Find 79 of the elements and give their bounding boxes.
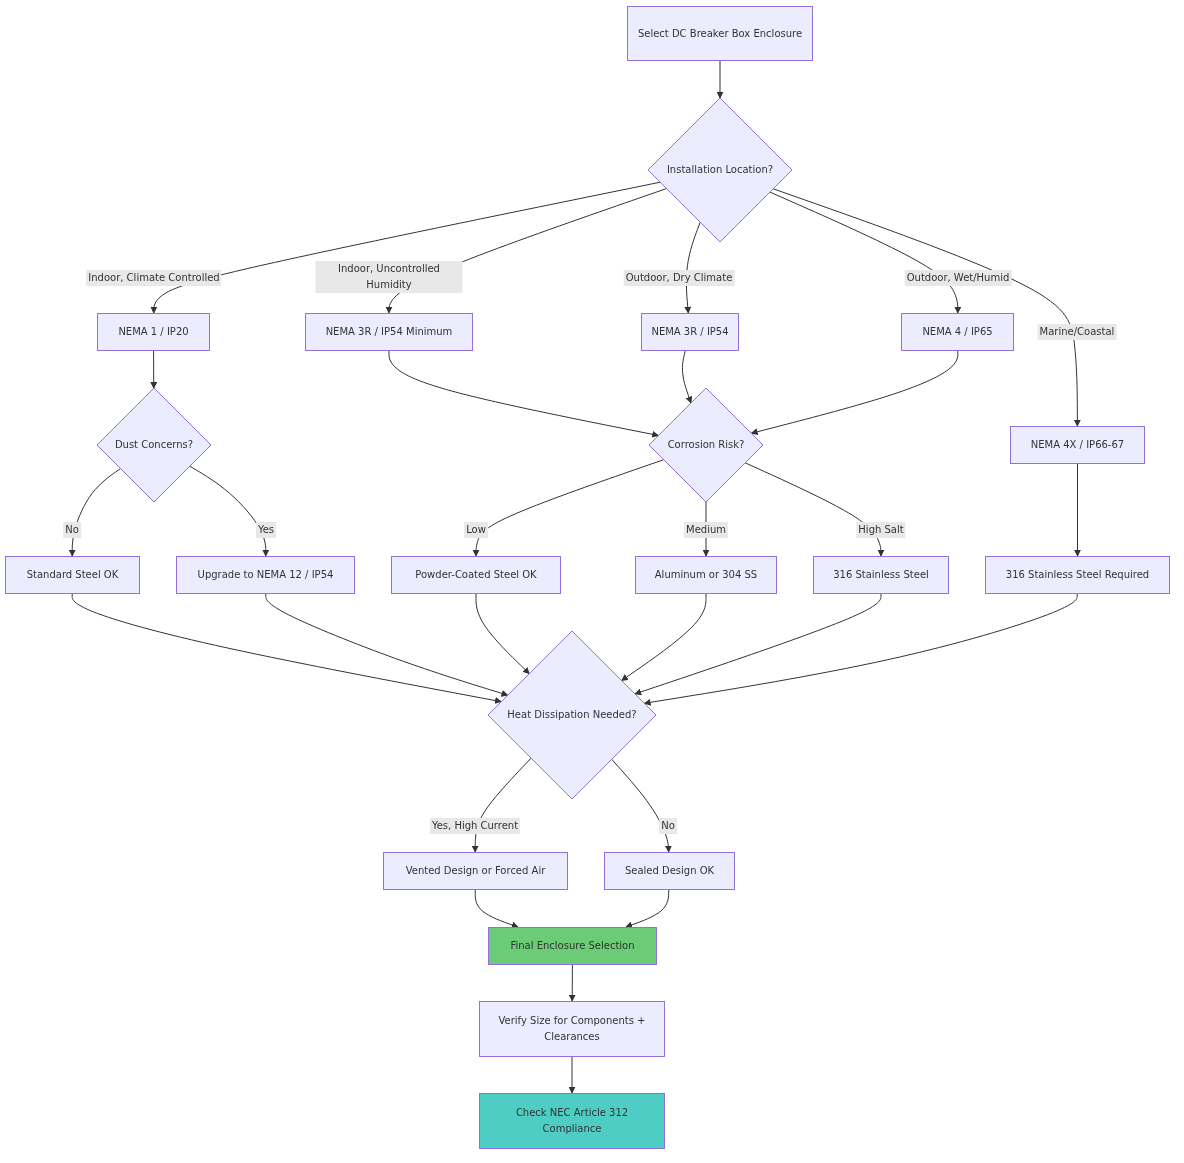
process-box xyxy=(383,852,568,890)
decision-diamond xyxy=(488,631,656,799)
arrow xyxy=(471,757,532,853)
arrow xyxy=(625,889,670,929)
process-box xyxy=(176,556,355,594)
arrow xyxy=(716,60,724,99)
node-text: NEMA 3R / IP54 xyxy=(650,325,730,339)
edge-label: Outdoor, Wet/Humid xyxy=(904,270,1012,286)
decision-diamond xyxy=(648,98,792,242)
edge-label: No xyxy=(63,522,81,538)
node-text: 316 Stainless Steel Required xyxy=(1004,568,1151,582)
process-box xyxy=(479,1093,665,1149)
arrow xyxy=(643,593,1078,706)
arrow xyxy=(772,188,1081,427)
edge-label: Low xyxy=(464,522,488,538)
process-box xyxy=(305,313,473,351)
process-box xyxy=(635,556,777,594)
node-text: 316 Stainless Steel xyxy=(832,568,930,582)
edge-label: Yes xyxy=(255,522,277,538)
process-box xyxy=(985,556,1170,594)
process-box xyxy=(627,6,813,61)
node-text: NEMA 3R / IP54 Minimum xyxy=(324,325,454,339)
edge-label: Indoor, Uncontrolled Humidity xyxy=(315,261,463,293)
arrow xyxy=(71,593,502,704)
edge-label: Marine/Coastal xyxy=(1037,324,1117,340)
node-text: Powder-Coated Steel OK xyxy=(414,568,538,582)
process-box xyxy=(813,556,949,594)
arrow xyxy=(621,593,707,682)
arrow xyxy=(472,459,665,557)
node-text: Installation Location? xyxy=(665,163,775,177)
arrow xyxy=(750,350,959,436)
arrow xyxy=(1074,463,1081,557)
arrow xyxy=(150,181,661,314)
edge-label: No xyxy=(659,818,677,834)
arrow xyxy=(568,964,576,1002)
node-text: Vented Design or Forced Air xyxy=(404,864,547,878)
node-text: Standard Steel OK xyxy=(25,568,120,582)
edge-label: Yes, High Current xyxy=(429,818,521,834)
process-box xyxy=(479,1001,665,1057)
process-box xyxy=(641,313,739,351)
process-box xyxy=(391,556,561,594)
process-box xyxy=(97,313,210,351)
decision-diamond xyxy=(649,388,763,502)
node-text: Check NEC Article 312 Compliance xyxy=(514,1106,630,1136)
node-text: NEMA 4X / IP66-67 xyxy=(1029,438,1126,452)
node-text: NEMA 1 / IP20 xyxy=(117,325,190,339)
node-text: Select DC Breaker Box Enclosure xyxy=(636,26,804,41)
node-text: Sealed Design OK xyxy=(623,864,716,878)
decision-diamond xyxy=(97,388,211,502)
process-box xyxy=(901,313,1014,351)
node-text: Final Enclosure Selection xyxy=(509,939,636,953)
node-text: Dust Concerns? xyxy=(113,438,195,452)
arrow xyxy=(634,593,882,696)
arrow xyxy=(189,465,270,557)
node-text: Heat Dissipation Needed? xyxy=(506,708,638,722)
process-box xyxy=(604,852,735,890)
process-box xyxy=(1010,426,1145,464)
arrow xyxy=(744,462,885,557)
edge-label: High Salt xyxy=(856,522,906,538)
arrow xyxy=(611,758,672,853)
arrow xyxy=(474,889,519,929)
node-text: Corrosion Risk? xyxy=(666,438,746,452)
arrow xyxy=(150,350,158,389)
edge-label: Indoor, Climate Controlled xyxy=(86,270,222,286)
arrow xyxy=(568,1056,576,1094)
arrow xyxy=(681,350,693,404)
arrow xyxy=(769,191,962,314)
arrow xyxy=(68,468,122,557)
arrow xyxy=(475,593,530,675)
node-text: Verify Size for Components + Clearances xyxy=(497,1014,647,1044)
arrow xyxy=(388,350,660,438)
process-box xyxy=(5,556,140,594)
process-box xyxy=(488,927,657,965)
edge-label: Medium xyxy=(684,522,728,538)
node-text: NEMA 4 / IP65 xyxy=(921,325,994,339)
arrow xyxy=(265,593,509,697)
node-text: Aluminum or 304 SS xyxy=(653,568,759,582)
node-text: Upgrade to NEMA 12 / IP54 xyxy=(196,568,335,582)
edge-label: Outdoor, Dry Climate xyxy=(623,270,735,286)
